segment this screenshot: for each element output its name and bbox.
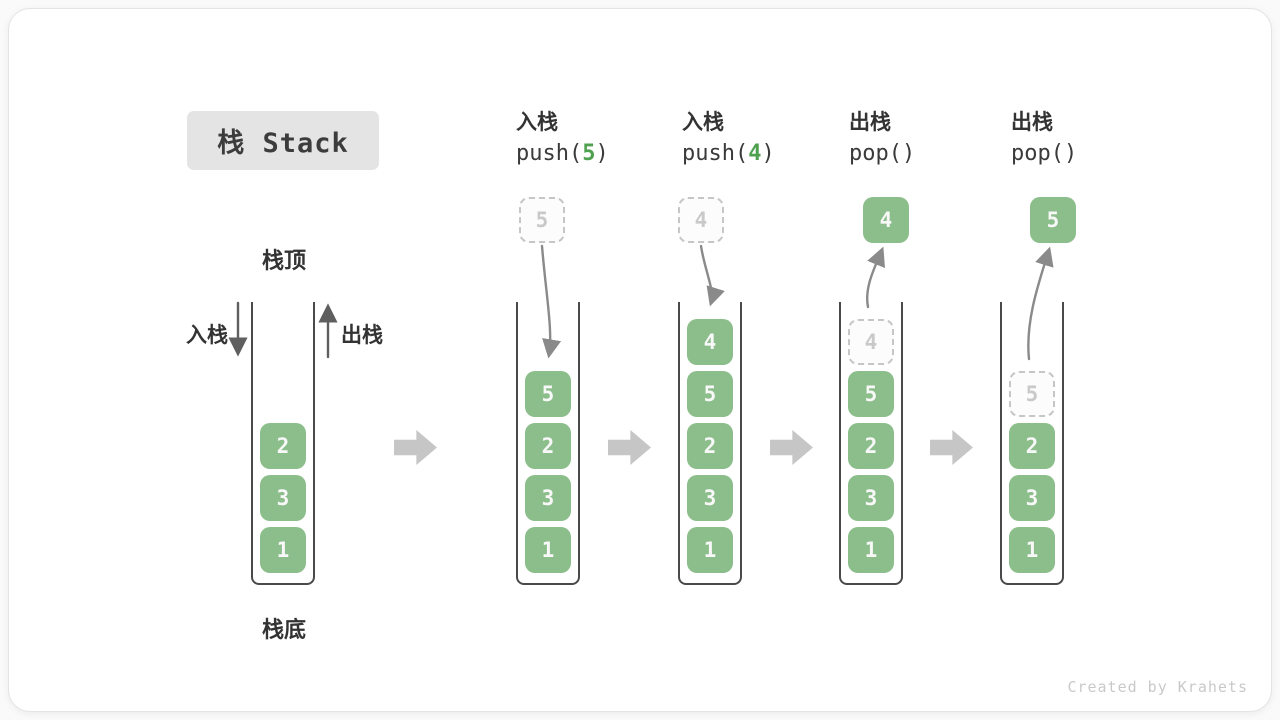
code-text: push( <box>682 141 749 166</box>
stack-bottom-label: 栈底 <box>261 617 306 642</box>
operation-code: push(4) <box>682 141 775 166</box>
operation-label: 入栈 <box>682 111 724 134</box>
code-text: ) <box>761 141 775 166</box>
operation-label: 入栈 <box>516 111 558 134</box>
code-text: ) <box>595 141 609 166</box>
stack-item: 2 <box>1009 423 1055 469</box>
stack-item: 2 <box>525 423 571 469</box>
stack-item: 4 <box>687 319 733 365</box>
stack-container <box>678 302 742 585</box>
floating-item-ghost: 4 <box>678 197 724 243</box>
stack-container <box>1000 302 1064 585</box>
stack-top-label: 栈顶 <box>261 248 306 273</box>
stack-item-ghost: 5 <box>1009 371 1055 417</box>
floating-item-ghost: 5 <box>519 197 565 243</box>
stack-item: 2 <box>687 423 733 469</box>
stack-item: 5 <box>525 371 571 417</box>
pop-side-label: 出栈 <box>341 324 383 347</box>
operation-code: push(5) <box>516 141 609 166</box>
code-argument: 4 <box>748 141 762 166</box>
stack-item-ghost: 4 <box>848 319 894 365</box>
stack-item: 2 <box>260 423 306 469</box>
stack-item: 1 <box>1009 527 1055 573</box>
code-argument: 5 <box>582 141 596 166</box>
stack-item: 1 <box>525 527 571 573</box>
stack-item: 2 <box>848 423 894 469</box>
stack-item: 1 <box>848 527 894 573</box>
stack-container <box>516 302 580 585</box>
stack-item: 1 <box>260 527 306 573</box>
operation-code: pop() <box>1011 141 1077 166</box>
stack-item: 3 <box>848 475 894 521</box>
title-badge: 栈 Stack <box>187 111 379 170</box>
watermark: Created by Krahets <box>1067 678 1248 696</box>
code-text: pop() <box>1011 141 1078 166</box>
stack-item: 3 <box>260 475 306 521</box>
operation-label: 出栈 <box>849 111 891 134</box>
stack-item: 3 <box>525 475 571 521</box>
stack-container <box>839 302 903 585</box>
floating-item-popped: 5 <box>1030 197 1076 243</box>
stack-item: 5 <box>687 371 733 417</box>
code-text: pop() <box>849 141 916 166</box>
floating-item-popped: 4 <box>863 197 909 243</box>
operation-code: pop() <box>849 141 915 166</box>
stack-container <box>251 302 315 585</box>
stack-item: 5 <box>848 371 894 417</box>
code-text: push( <box>516 141 583 166</box>
stack-item: 1 <box>687 527 733 573</box>
push-side-label: 入栈 <box>186 324 228 347</box>
operation-label: 出栈 <box>1011 111 1053 134</box>
stack-item: 3 <box>687 475 733 521</box>
stack-item: 3 <box>1009 475 1055 521</box>
